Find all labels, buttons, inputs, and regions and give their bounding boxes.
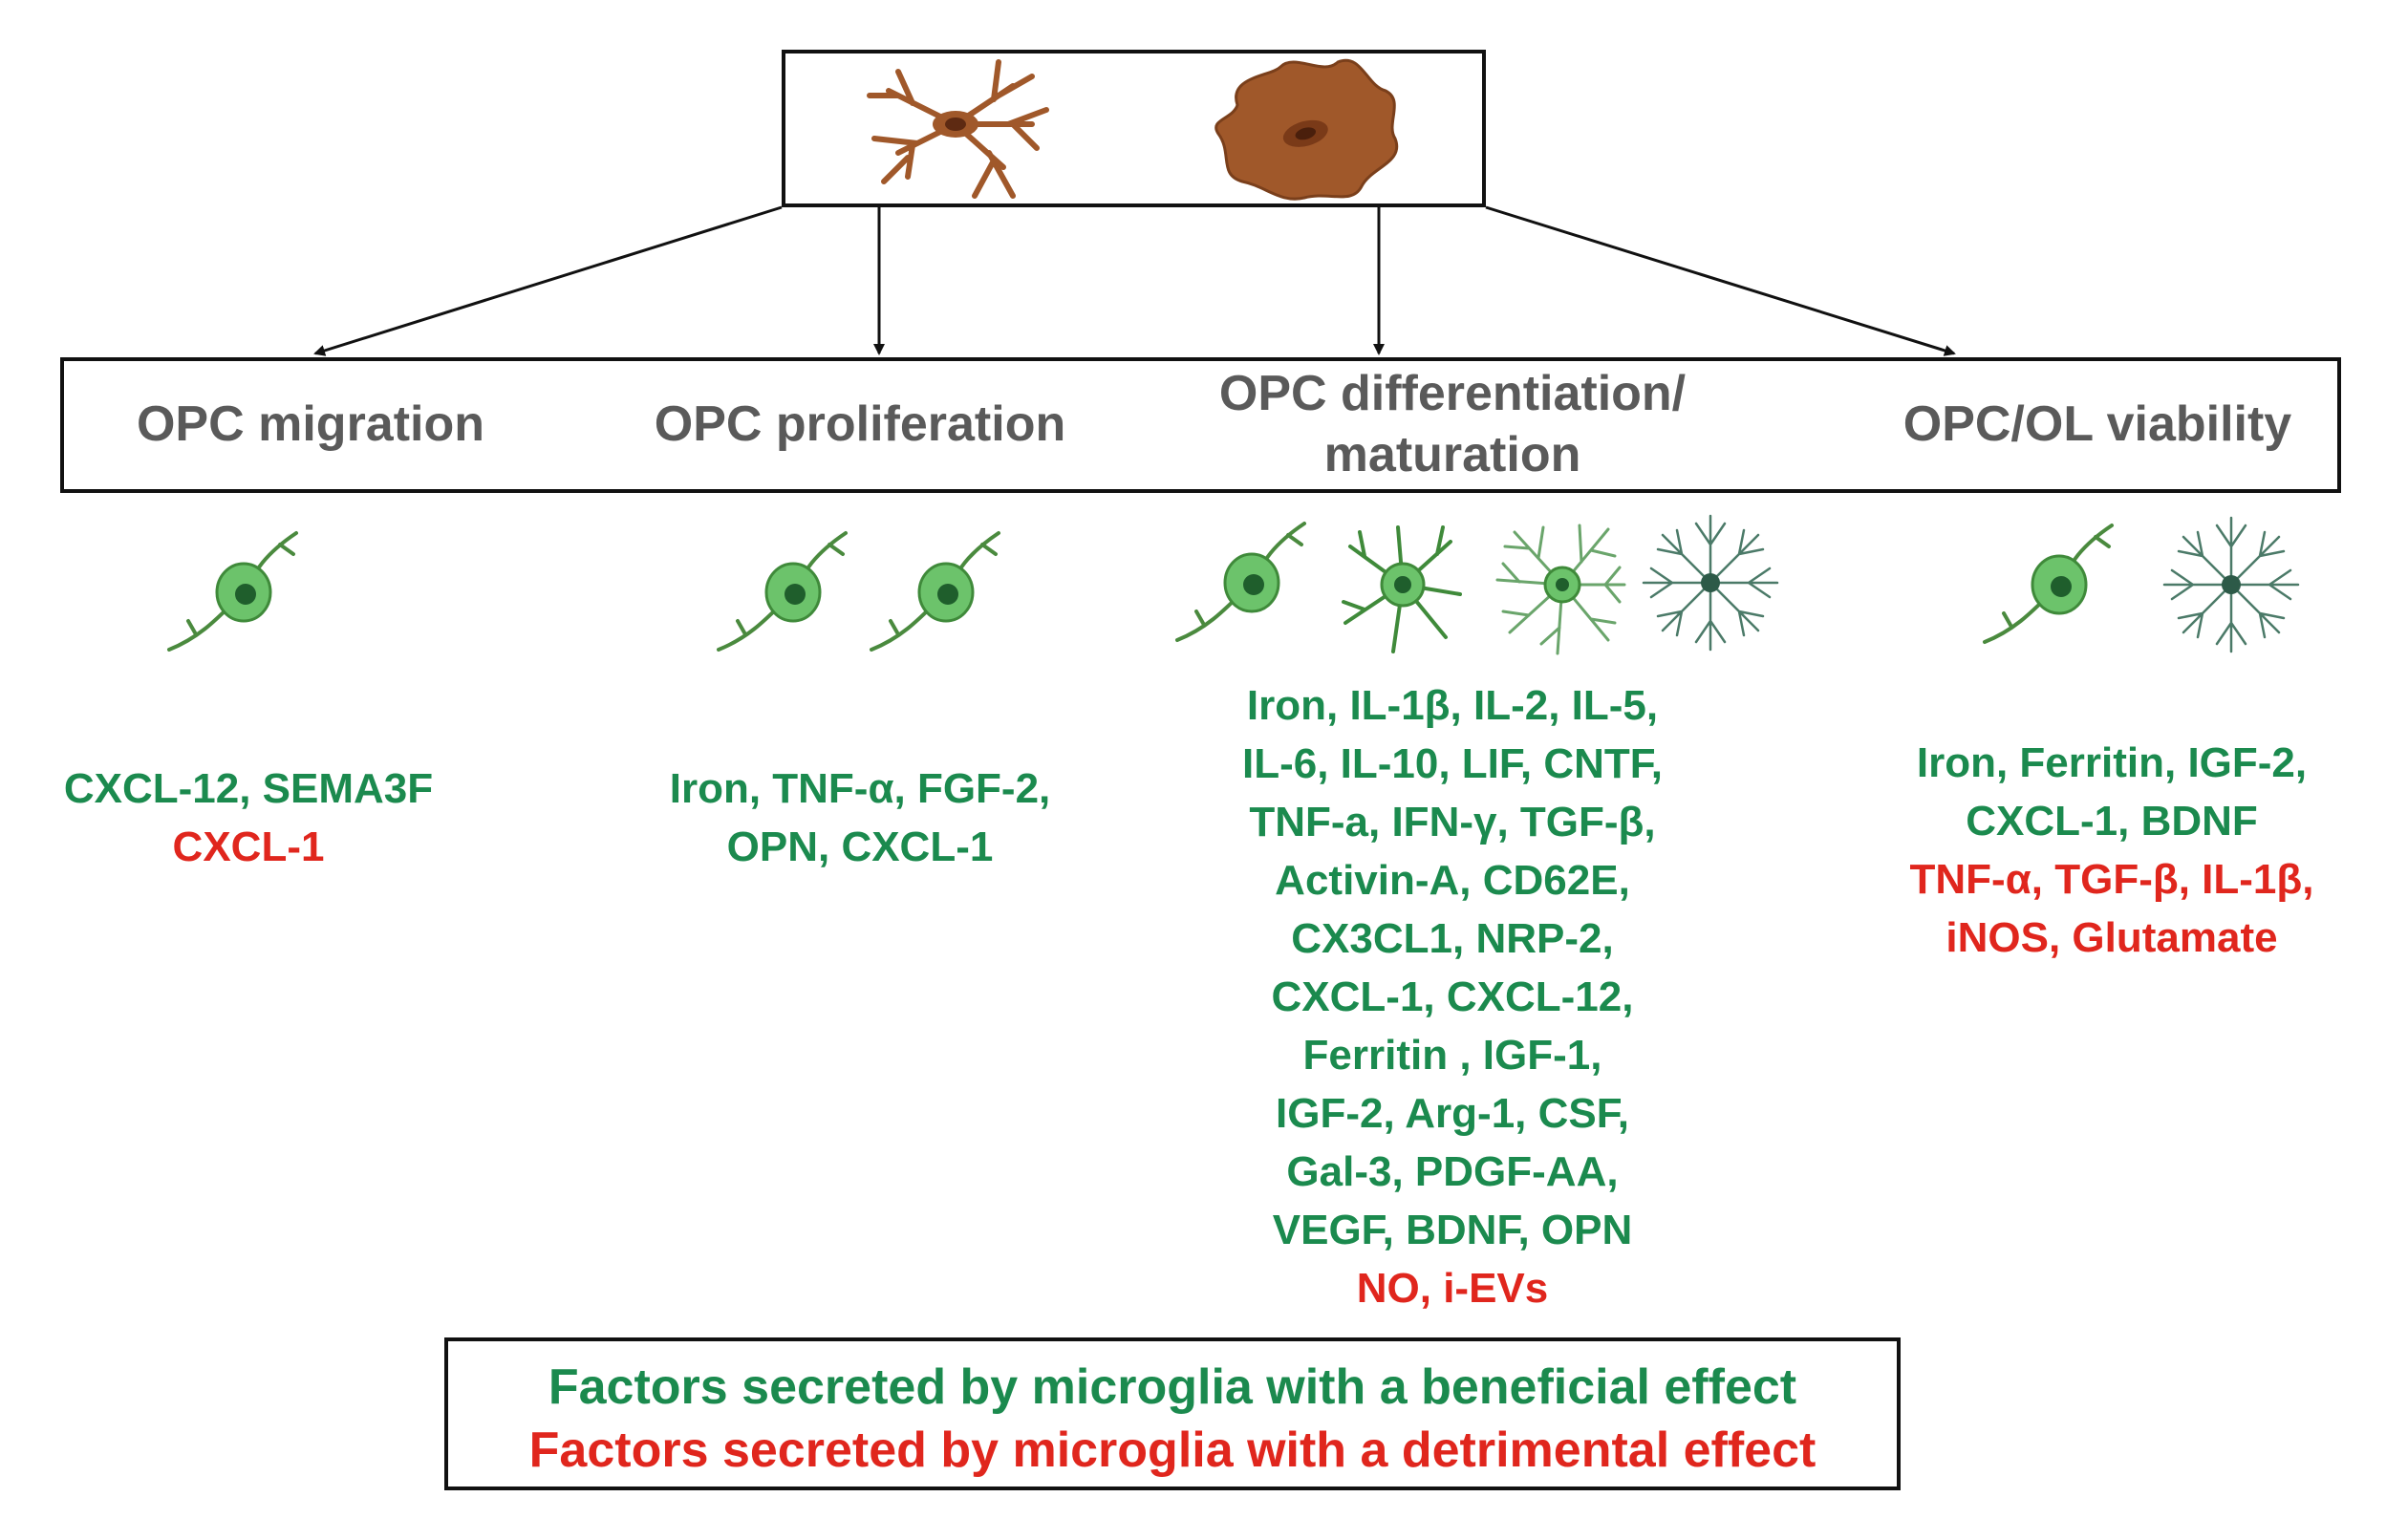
viability-beneficial-line: CXCL-1, BDNF xyxy=(1966,798,2258,845)
differentiation-beneficial-line: Activin-A, CD62E, xyxy=(1275,857,1630,904)
arrow-to-viability xyxy=(1485,205,1956,356)
arrow-to-migration xyxy=(313,205,783,356)
microglia-box xyxy=(782,50,1486,207)
differentiation-beneficial-line: Gal-3, PDGF-AA, xyxy=(1286,1148,1619,1195)
opc-proliferation-icon-1 xyxy=(717,531,848,652)
mature-oligodendrocyte-icon xyxy=(1642,514,1779,652)
differentiation-beneficial-line: VEGF, BDNF, OPN xyxy=(1272,1207,1633,1253)
differentiation-beneficial-line: IGF-2, Arg-1, CSF, xyxy=(1276,1090,1629,1137)
opc-differentiation-icon xyxy=(1175,522,1306,642)
branched-oligodendrocyte-icon xyxy=(1495,524,1626,655)
opc-proliferation-icon-2 xyxy=(870,531,1000,652)
migration-beneficial-line: CXCL-12, SEMA3F xyxy=(63,765,434,812)
category-viability-label: OPC/OL viability xyxy=(1902,396,2292,452)
proliferation-factors: Iron, TNF-α, FGF-2, OPN, CXCL-1 xyxy=(612,759,1108,876)
category-migration-label: OPC migration xyxy=(136,396,485,452)
ramified-microglia-icon xyxy=(867,59,1049,199)
mature-ol-viability-icon xyxy=(2162,516,2300,653)
proliferation-beneficial-line: OPN, CXCL-1 xyxy=(726,823,994,870)
viability-factors: Iron, Ferritin, IGF-2, CXCL-1, BDNF TNF-… xyxy=(1854,734,2370,967)
differentiation-beneficial-line: Iron, IL-1β, IL-2, IL-5, xyxy=(1246,682,1659,729)
opc-migration-icon xyxy=(167,531,298,652)
opc-viability-icon xyxy=(1983,524,2114,644)
category-differentiation-label: OPC differentiation/ maturation xyxy=(1137,363,1768,485)
differentiation-beneficial-line: CXCL-1, CXCL-12, xyxy=(1271,973,1634,1020)
migration-detrimental-line: CXCL-1 xyxy=(172,823,325,870)
viability-beneficial-line: Iron, Ferritin, IGF-2, xyxy=(1916,739,2308,786)
legend-beneficial: Factors secreted by microglia with a ben… xyxy=(548,1359,1797,1415)
migration-factors: CXCL-12, SEMA3F CXCL-1 xyxy=(19,759,478,876)
amoeboid-microglia-icon xyxy=(1214,58,1399,201)
legend-detrimental: Factors secreted by microglia with a det… xyxy=(528,1422,1816,1478)
differentiation-detrimental-line: NO, i-EVs xyxy=(1356,1265,1549,1312)
pre-oligodendrocyte-icon xyxy=(1342,525,1462,653)
differentiation-beneficial-line: Ferritin , IGF-1, xyxy=(1302,1032,1602,1079)
differentiation-beneficial-line: CX3CL1, NRP-2, xyxy=(1291,915,1614,962)
legend-box: Factors secreted by microglia with a ben… xyxy=(444,1337,1901,1490)
differentiation-beneficial-line: TNF-a, IFN-γ, TGF-β, xyxy=(1249,799,1656,845)
viability-detrimental-line: TNF-α, TGF-β, IL-1β, xyxy=(1909,856,2314,903)
category-differentiation-line2: maturation xyxy=(1323,427,1581,482)
differentiation-factors: Iron, IL-1β, IL-2, IL-5, IL-6, IL-10, LI… xyxy=(1147,676,1758,1317)
category-box xyxy=(60,357,2341,493)
category-differentiation-line1: OPC differentiation/ xyxy=(1218,366,1687,421)
viability-detrimental-line: iNOS, Glutamate xyxy=(1945,914,2278,961)
category-proliferation-label: OPC proliferation xyxy=(654,396,1066,452)
proliferation-beneficial-line: Iron, TNF-α, FGF-2, xyxy=(669,765,1051,812)
differentiation-beneficial-line: IL-6, IL-10, LIF, CNTF, xyxy=(1241,740,1664,787)
